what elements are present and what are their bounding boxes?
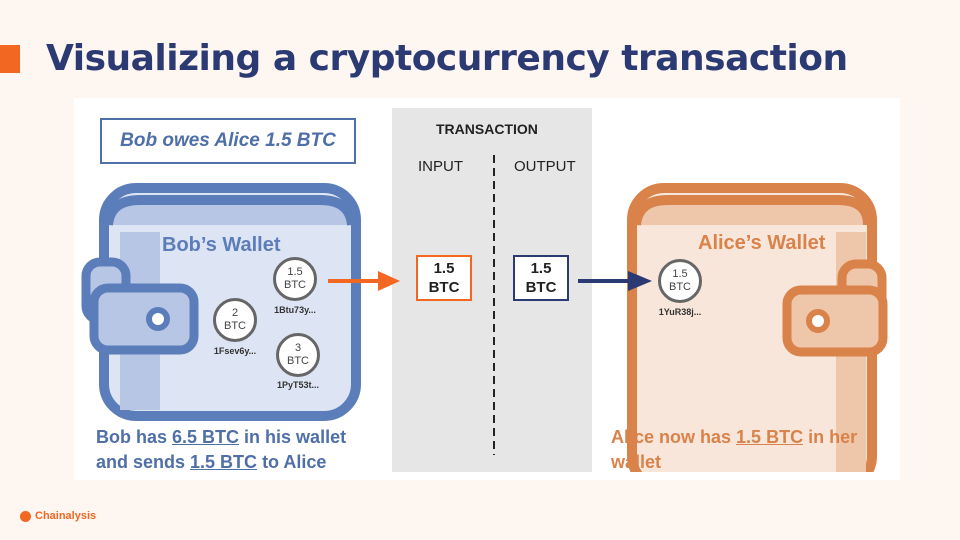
chainalysis-logo-icon xyxy=(20,510,31,522)
owes-box: Bob owes Alice 1.5 BTC xyxy=(100,118,356,164)
page-title: Visualizing a cryptocurrency transaction xyxy=(46,38,848,79)
input-unit: BTC xyxy=(428,279,460,296)
bob-caption: Bob has 6.5 BTC in his wallet and sends … xyxy=(96,427,347,472)
orange-arrow-icon xyxy=(328,271,400,291)
input-amount: 1.5 xyxy=(433,260,455,277)
accent-bar xyxy=(0,45,20,73)
input-label: INPUT xyxy=(418,158,463,175)
coin-address: 1Btu73y... xyxy=(274,305,316,315)
alice-wallet-icon xyxy=(627,183,888,493)
output-label: OUTPUT xyxy=(514,158,576,175)
transaction-heading: TRANSACTION xyxy=(436,121,538,137)
output-unit: BTC xyxy=(525,279,557,296)
bob-wallet-label: Bob’s Wallet xyxy=(162,234,281,256)
coin-address: 1PyT53t... xyxy=(276,380,320,390)
coin-address: 1Fsev6y... xyxy=(213,346,257,356)
navy-arrow-icon xyxy=(578,271,652,291)
coin-address: 1YuR38j... xyxy=(658,307,702,317)
brand-logo: Chainalysis xyxy=(20,510,96,522)
brand-name: Chainalysis xyxy=(35,510,97,522)
alice-wallet-label: Alice’s Wallet xyxy=(698,232,826,254)
alice-caption: Alice now has 1.5 BTC in her wallet xyxy=(611,427,858,472)
output-amount: 1.5 xyxy=(530,260,552,277)
